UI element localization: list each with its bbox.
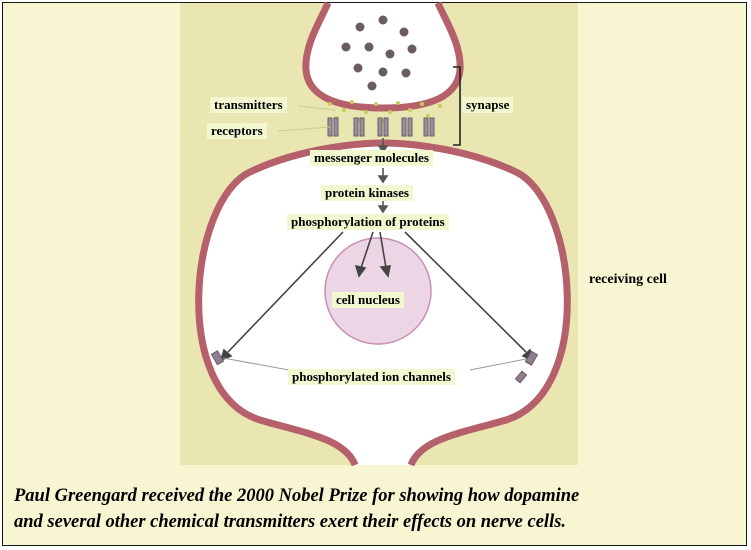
caption-line-1: Paul Greengard received the 2000 Nobel P… [14,483,738,509]
figure-caption: Paul Greengard received the 2000 Nobel P… [14,483,738,535]
label-cell-nucleus: cell nucleus [332,292,404,308]
label-protein-kinases: protein kinases [321,185,413,201]
cell-nucleus [325,238,431,344]
label-transmitters: transmitters [210,97,287,113]
label-receptors: receptors [207,123,267,139]
caption-line-2: and several other chemical transmitters … [14,509,738,535]
label-phosphorylation-of-proteins: phosphorylation of proteins [287,214,449,230]
label-messenger-molecules: messenger molecules [310,150,433,166]
label-synapse: synapse [462,97,513,113]
label-phosphorylated-ion-channels: phosphorylated ion channels [288,369,455,385]
label-receiving-cell: receiving cell [589,272,667,288]
